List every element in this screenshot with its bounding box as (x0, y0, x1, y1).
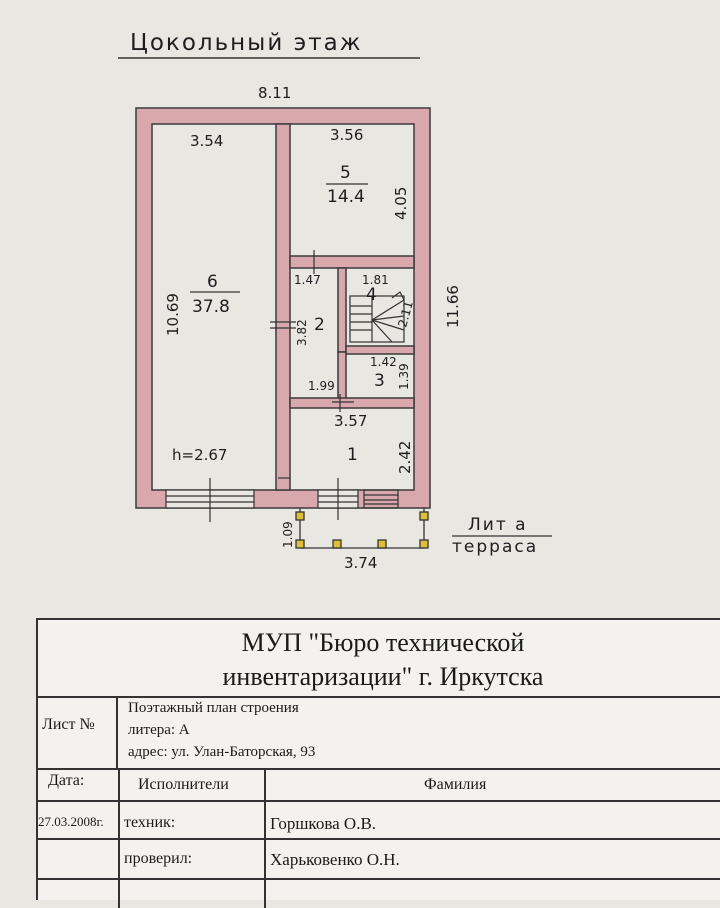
room2-width: 1.47 (294, 273, 321, 287)
divider (38, 838, 720, 840)
checker-role: проверил: (124, 850, 193, 867)
terrace-depth: 1.09 (281, 521, 295, 548)
room5-number: 5 (340, 163, 351, 183)
org-name-line1: МУП "Бюро технической (241, 628, 525, 657)
room5-area: 14.4 (327, 187, 365, 207)
checker-name: Харьковенко О.Н. (270, 850, 400, 869)
divider (38, 878, 720, 880)
litera: литера: А (128, 722, 190, 738)
staircase (349, 291, 405, 343)
terrace-width: 3.74 (344, 554, 377, 572)
divider (38, 768, 720, 770)
room1-length: 2.42 (396, 441, 414, 474)
floor-plan: Цокольный этаж 8.11 (118, 30, 552, 572)
date-label: Дата: (48, 772, 85, 789)
room6-width: 3.54 (190, 132, 223, 150)
overall-length-label: 11.66 (444, 285, 462, 328)
room3-length: 1.39 (397, 363, 411, 390)
room6-length: 10.69 (164, 293, 182, 336)
room4-length: 2.11 (395, 299, 415, 328)
terrace-label: терраса (452, 537, 538, 557)
technician-role: техник: (124, 814, 176, 831)
room2-length: 3.82 (295, 319, 309, 346)
technician-name: Горшкова О.В. (270, 814, 377, 833)
door-marks (270, 250, 354, 479)
date-value: 27.03.2008г. (38, 814, 104, 829)
room1-number: 1 (347, 445, 358, 465)
room5-width: 3.56 (330, 126, 363, 144)
divider (116, 696, 118, 768)
terrace-outline (295, 508, 429, 549)
org-name-line2: инвентаризации" г. Иркутска (222, 662, 544, 691)
divider (38, 696, 720, 698)
room1-width: 3.57 (334, 412, 367, 430)
lit-label: Лит а (468, 515, 528, 535)
divider (38, 800, 720, 802)
ceiling-height: h=2.67 (172, 446, 227, 464)
doc-type: Поэтажный план строения (128, 700, 299, 716)
entry-steps (363, 489, 399, 509)
room6-number: 6 (207, 272, 218, 292)
room4-width: 1.81 (362, 273, 389, 287)
room5-length: 4.05 (392, 187, 410, 220)
executors-label: Исполнители (138, 776, 229, 793)
room6-area: 37.8 (192, 297, 230, 317)
window-openings (165, 478, 359, 522)
room4-number: 4 (366, 285, 377, 305)
room2-number: 2 (314, 315, 325, 335)
sheet-label: Лист № (42, 716, 95, 733)
overall-width-label: 8.11 (258, 84, 291, 102)
address: адрес: ул. Улан-Баторская, 93 (128, 744, 316, 760)
title-block: МУП "Бюро технической инвентаризации" г.… (36, 618, 720, 908)
room3-number: 3 (374, 371, 385, 391)
room3-bottom: 1.99 (308, 379, 335, 393)
floor-title: Цокольный этаж (130, 30, 362, 56)
walls (135, 107, 431, 509)
room3-width: 1.42 (370, 355, 397, 369)
surname-label: Фамилия (424, 776, 487, 793)
